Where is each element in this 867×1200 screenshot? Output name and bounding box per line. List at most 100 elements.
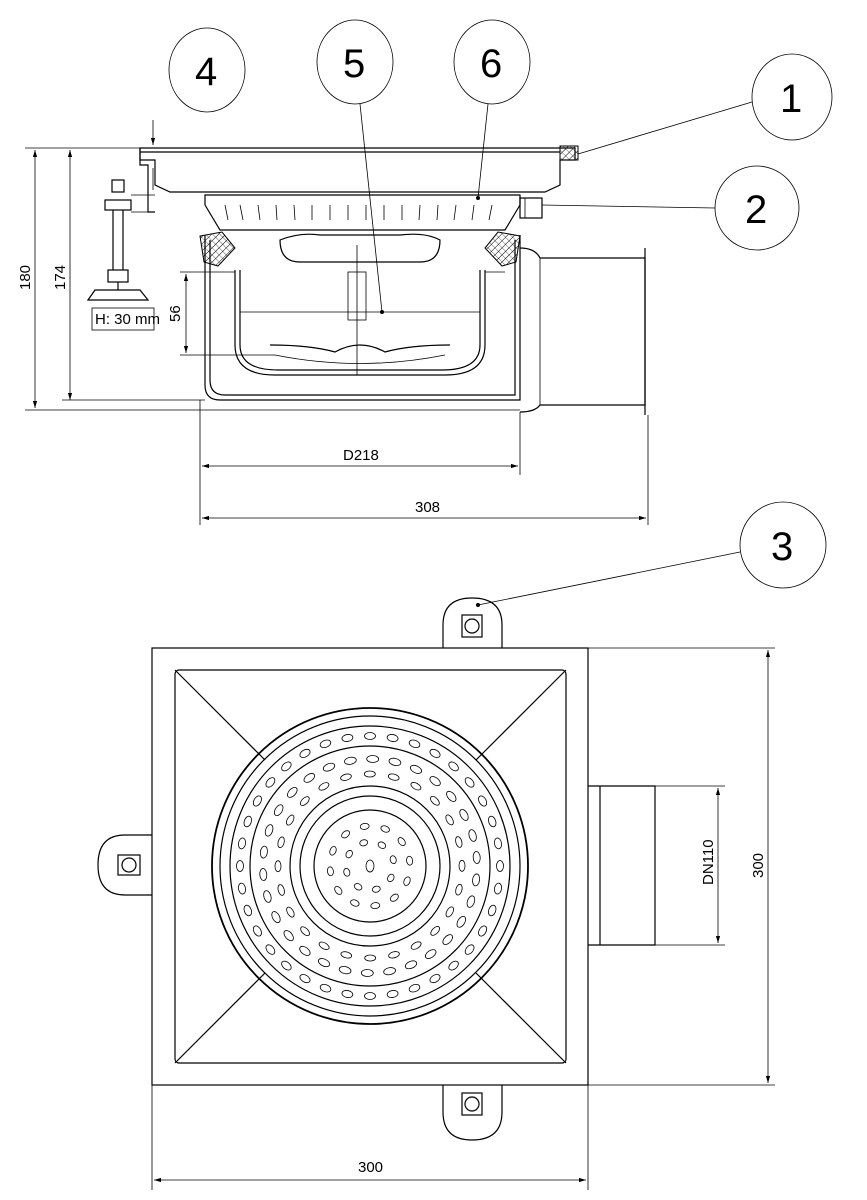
perforation-hole	[389, 893, 399, 902]
seal-right	[484, 231, 521, 267]
perforation-hole	[406, 855, 414, 866]
perforation-hole	[329, 846, 337, 856]
perforation-hole	[353, 883, 363, 891]
perforation-hole	[383, 967, 396, 976]
grate-slots	[224, 204, 493, 221]
perforation-hole	[397, 837, 406, 847]
perforation-hole	[281, 960, 292, 971]
perforation-hole	[299, 748, 311, 758]
perforation-hole	[265, 944, 276, 955]
perforation-hole	[388, 951, 400, 959]
perforation-hole	[478, 795, 488, 807]
lug-left	[97, 834, 152, 896]
dim-dn110: DN110	[700, 839, 717, 885]
perforation-hole	[365, 859, 375, 873]
perforation-hole	[386, 734, 399, 742]
perforation-hole	[364, 992, 376, 1000]
perforation-hole	[338, 966, 352, 975]
callout-6: 6	[480, 42, 502, 86]
perforation-hole	[377, 841, 387, 849]
dim-300-horizontal: 300	[358, 1159, 383, 1176]
perforation-hole	[404, 960, 418, 970]
perforation-hole	[429, 776, 441, 787]
perforation-hole	[340, 773, 352, 781]
perforation-hole	[273, 804, 284, 817]
perforation-hole	[494, 837, 502, 850]
perforation-hole	[350, 899, 360, 907]
perforation-hole	[243, 904, 252, 917]
callout-1: 1	[780, 77, 802, 121]
perforation-hole	[259, 868, 268, 881]
perforation-hole	[446, 790, 457, 802]
perforation-hole	[448, 761, 459, 772]
perforation-hole	[259, 845, 268, 859]
callout-5: 5	[343, 42, 365, 86]
perforation-hole	[389, 855, 397, 865]
perforation-hole	[274, 860, 282, 873]
perforation-hole	[286, 906, 295, 918]
perforation-hole	[496, 860, 504, 872]
lug-bottom	[442, 1085, 503, 1141]
dim-300-vertical: 300	[750, 853, 767, 878]
perforation-hole	[371, 885, 381, 893]
perforation-hole	[341, 990, 354, 998]
perforation-hole	[264, 824, 274, 837]
perforation-hole	[430, 926, 441, 936]
perforation-hole	[263, 890, 272, 903]
perforation-hole	[424, 949, 437, 959]
perforation-hole	[359, 822, 370, 830]
perforation-hole	[340, 951, 353, 959]
perforation-hole	[456, 915, 467, 928]
callouts: 4 5 6 1 2 3	[168, 19, 833, 607]
seal-left	[199, 231, 236, 267]
perforation-hole	[299, 796, 310, 806]
perforation-hole	[445, 906, 454, 918]
side-view: H: 30 mm 180 174 56 D218 308	[17, 120, 649, 525]
perforation-hole	[468, 829, 477, 842]
perforation-hole	[319, 739, 332, 748]
perforation-hole	[364, 732, 376, 740]
adjustable-foot: H: 30 mm	[86, 179, 160, 331]
perforation-hole	[236, 860, 244, 872]
perforation-hole	[286, 814, 295, 826]
perforation-hole	[326, 866, 334, 877]
perforation-hole	[317, 958, 331, 968]
perforation-hole	[341, 734, 354, 742]
perforation-hole	[283, 930, 294, 942]
perforation-hole	[300, 926, 310, 937]
perforation-hole	[448, 960, 459, 971]
perforation-hole	[466, 895, 476, 908]
perforation-hole	[408, 739, 421, 748]
perforation-hole	[430, 795, 440, 806]
perforation-hole	[341, 830, 351, 839]
dim-174: 174	[52, 265, 69, 290]
perforation-hole	[344, 756, 357, 765]
perforation-hole	[319, 984, 332, 993]
perforation-hole	[494, 882, 502, 895]
grate-perforations	[236, 732, 504, 1000]
perforation-hole	[360, 969, 374, 977]
perforation-hole	[271, 911, 281, 924]
adjust-label: H: 30 mm	[95, 311, 160, 328]
perforation-hole	[445, 814, 454, 826]
perforation-hole	[403, 876, 411, 886]
perforation-hole	[238, 837, 246, 850]
perforation-hole	[277, 836, 285, 849]
perforation-hole	[299, 945, 311, 956]
perforation-hole	[322, 762, 336, 772]
perforation-hole	[243, 815, 252, 828]
perforation-hole	[464, 777, 475, 788]
dim-d218: D218	[343, 447, 379, 464]
perforation-hole	[303, 773, 316, 783]
perforation-hole	[334, 885, 343, 895]
perforation-hole	[299, 974, 311, 984]
perforation-hole	[472, 851, 481, 864]
callout-2: 2	[745, 188, 767, 232]
clamp-2	[519, 197, 543, 219]
lug-top	[442, 597, 503, 648]
perforation-hole	[343, 867, 351, 877]
seal-1	[559, 145, 579, 161]
perforation-hole	[410, 941, 422, 950]
perforation-hole	[455, 883, 463, 896]
perforation-hole	[252, 795, 262, 807]
